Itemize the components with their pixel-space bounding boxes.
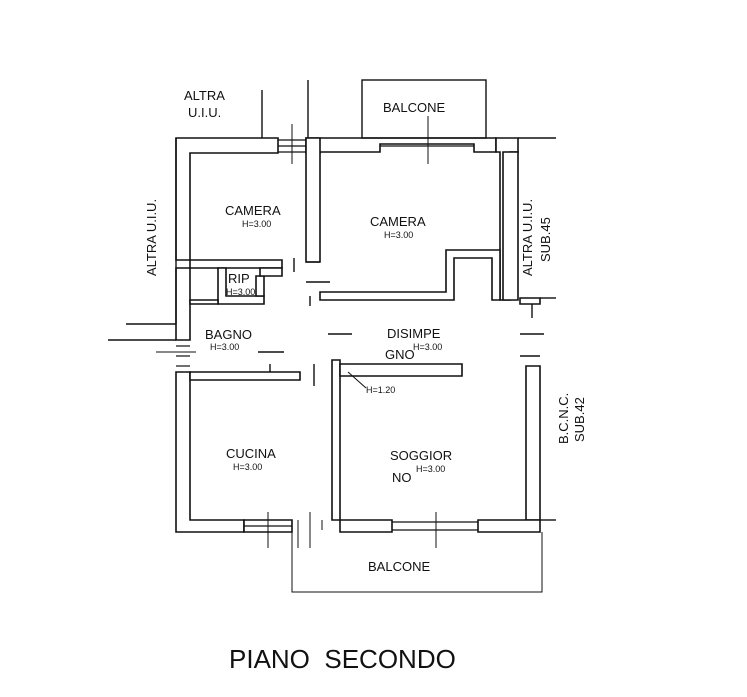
neighbor-top-left-line2: U.I.U. bbox=[188, 105, 221, 120]
camera-right-label: CAMERA bbox=[370, 214, 426, 229]
rip-label: RIP bbox=[228, 271, 250, 286]
windows bbox=[156, 116, 478, 548]
neighbor-lines bbox=[108, 80, 556, 521]
neighbor-left-vertical: ALTRA U.I.U. bbox=[144, 199, 159, 276]
partition-leader bbox=[347, 371, 367, 389]
camera-left-height: H=3.00 bbox=[242, 219, 271, 229]
disimpegno-label-line1: DISIMPE bbox=[387, 326, 441, 341]
plan-title: PIANO SECONDO bbox=[229, 644, 456, 674]
labels: ALTRA U.I.U. ALTRA U.I.U. ALTRA U.I.U. S… bbox=[144, 88, 587, 674]
neighbor-bottom-right-line1: B.C.N.C. bbox=[556, 393, 571, 444]
neighbor-bottom-right-line2: SUB.42 bbox=[572, 397, 587, 442]
camera-left-label: CAMERA bbox=[225, 203, 281, 218]
door-marks bbox=[258, 258, 544, 386]
partition-height: H=1.20 bbox=[366, 385, 395, 395]
soggiorno-height: H=3.00 bbox=[416, 464, 445, 474]
balcone-bottom-outline bbox=[291, 532, 543, 593]
balcone-top-outline bbox=[361, 79, 487, 139]
cucina-label: CUCINA bbox=[226, 446, 276, 461]
balconies bbox=[291, 79, 543, 593]
rip-height: H=3.00 bbox=[226, 287, 255, 297]
neighbor-top-left-line1: ALTRA bbox=[184, 88, 225, 103]
soggiorno-label-line1: SOGGIOR bbox=[390, 448, 452, 463]
soggiorno-label-line2: NO bbox=[392, 470, 412, 485]
bagno-height: H=3.00 bbox=[210, 342, 239, 352]
neighbor-right-line1: ALTRA U.I.U. bbox=[520, 199, 535, 276]
balcone-bottom-label: BALCONE bbox=[368, 559, 430, 574]
cucina-height: H=3.00 bbox=[233, 462, 262, 472]
disimpegno-label-line2: GNO bbox=[385, 347, 415, 362]
bagno-label: BAGNO bbox=[205, 327, 252, 342]
camera-right-height: H=3.00 bbox=[384, 230, 413, 240]
balcone-top-label: BALCONE bbox=[383, 100, 445, 115]
neighbor-right-line2: SUB.45 bbox=[538, 217, 553, 262]
disimpegno-height: H=3.00 bbox=[413, 342, 442, 352]
